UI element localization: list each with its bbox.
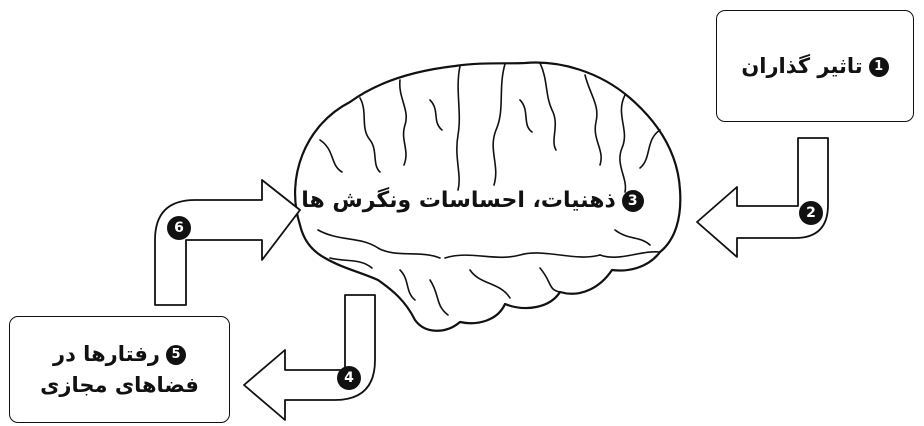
step-badge-3: 3 — [622, 190, 644, 212]
step-badge-4: 4 — [337, 366, 361, 390]
node-behaviors-label-line2: فضاهای مجازی — [40, 370, 199, 401]
node-influencers-content: 1 تاثیر گذاران — [741, 54, 888, 78]
node-behaviors-content: 5 رفتارها در فضاهای مجازی — [40, 339, 199, 401]
node-behaviors-line1: 5 رفتارها در — [40, 339, 199, 370]
step-badge-6: 6 — [167, 216, 191, 240]
step-badge-1: 1 — [869, 57, 889, 77]
node-influencers-label: تاثیر گذاران — [741, 54, 862, 78]
arrow-mind-to-behaviors — [244, 295, 375, 420]
node-behaviors: 5 رفتارها در فضاهای مجازی — [9, 316, 230, 423]
node-influencers: 1 تاثیر گذاران — [716, 10, 914, 122]
node-behaviors-label-line1: رفتارها در — [53, 342, 160, 366]
step-badge-2: 2 — [799, 201, 823, 225]
node-mind-label: ذهنیات، احساسات ونگرش ها — [301, 188, 616, 213]
arrow-behaviors-to-mind — [155, 180, 300, 305]
node-mind: 3 ذهنیات، احساسات ونگرش ها — [300, 181, 645, 221]
arrow-influencers-to-mind — [697, 138, 828, 257]
step-badge-5: 5 — [166, 345, 186, 365]
